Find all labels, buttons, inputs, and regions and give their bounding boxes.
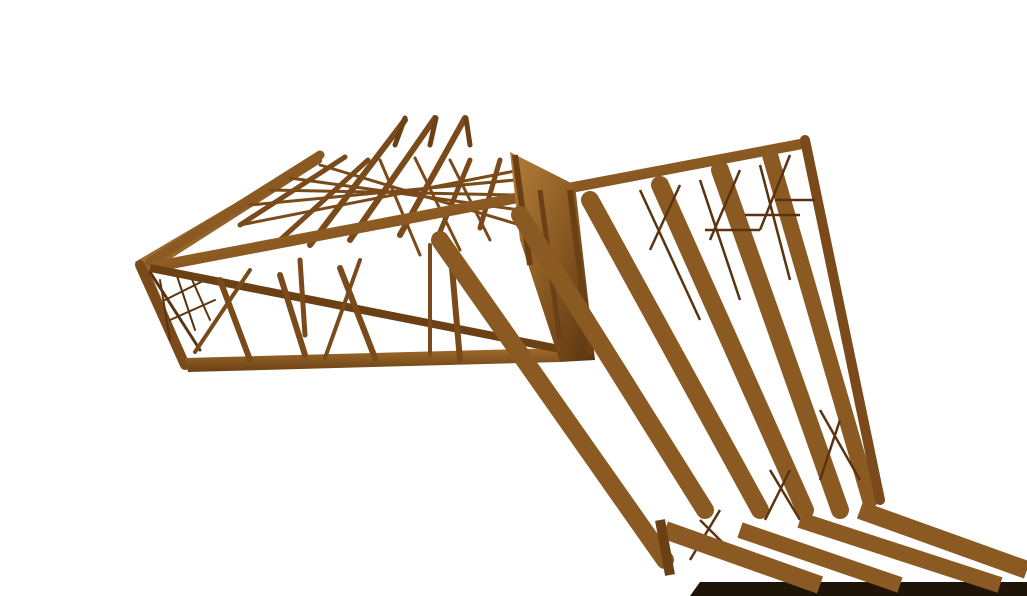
sloped-rafters bbox=[431, 135, 885, 569]
rafter-tails bbox=[392, 115, 473, 148]
right-truss-webs bbox=[638, 154, 862, 561]
ground-shadow bbox=[690, 582, 1027, 596]
left-hip-end bbox=[135, 152, 322, 370]
ceiling-joists bbox=[145, 115, 522, 267]
left-span-webs bbox=[193, 242, 463, 363]
main-beam bbox=[149, 138, 808, 372]
bottom-purlins bbox=[655, 501, 1027, 594]
